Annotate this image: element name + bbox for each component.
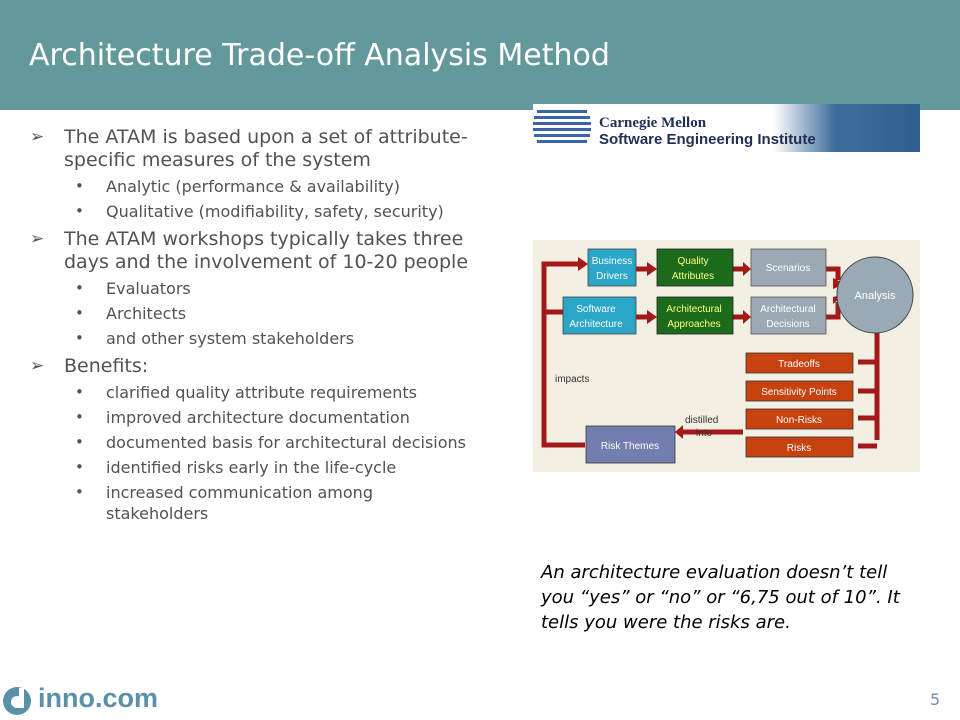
footer-logo: inno.com bbox=[2, 683, 202, 717]
software-architecture-label: Software bbox=[576, 304, 616, 315]
risks-box bbox=[745, 436, 854, 458]
distilled-label: distilled bbox=[685, 415, 718, 426]
arrow-bullet-icon: ➢ bbox=[30, 356, 45, 376]
dot-bullet-icon: • bbox=[75, 304, 84, 322]
sub-bullet-text: clarified quality attribute requirements bbox=[106, 383, 417, 402]
software-architecture-box bbox=[562, 296, 637, 335]
sensitivity-points-label: Sensitivity Points bbox=[761, 387, 837, 398]
sub-bullet-text: Architects bbox=[106, 304, 187, 323]
scenarios-label: Scenarios bbox=[766, 263, 810, 274]
dot-bullet-icon: • bbox=[75, 202, 84, 220]
architectural-approaches-label: Approaches bbox=[667, 319, 720, 330]
quality-attributes-label: Quality bbox=[677, 256, 708, 267]
title-bar bbox=[0, 0, 960, 110]
sub-bullet: • Architects bbox=[30, 303, 470, 324]
distilled-label: into bbox=[696, 428, 713, 439]
sub-bullet: • and other system stakeholders bbox=[30, 328, 470, 349]
sub-bullet: • Qualitative (modifiability, safety, sec… bbox=[30, 201, 470, 222]
atam-diagram: Business Drivers Software Architecture Q… bbox=[533, 240, 920, 472]
bullet-atam-workshops: ➢ The ATAM workshops typically takes thr… bbox=[30, 228, 470, 274]
loop-arrow bbox=[541, 261, 585, 448]
architectural-decisions-label: Architectural bbox=[760, 304, 816, 315]
sub-bullet-text: documented basis for architectural decis… bbox=[106, 433, 467, 452]
sub-bullet: • Evaluators bbox=[30, 278, 470, 299]
sub-bullet-text: identified risks early in the life-cycle bbox=[106, 458, 397, 477]
risk-themes-box bbox=[585, 425, 676, 464]
bullet-list: ➢ The ATAM is based upon a set of attrib… bbox=[30, 122, 470, 524]
footer-logo-text: inno.com bbox=[38, 683, 158, 713]
sensitivity-points-box bbox=[745, 380, 854, 402]
sub-bullet-text: Analytic (performance & availability) bbox=[106, 177, 401, 196]
dot-bullet-icon: • bbox=[75, 483, 84, 501]
sub-bullet-text: improved architecture documentation bbox=[106, 408, 410, 427]
non-risks-label: Non-Risks bbox=[776, 415, 822, 426]
architectural-decisions-label: Decisions bbox=[766, 319, 809, 330]
sub-bullet: • increased communication among stakehold… bbox=[30, 482, 470, 524]
sub-bullet: • improved architecture documentation bbox=[30, 407, 470, 428]
quality-attributes-box bbox=[656, 248, 734, 287]
bullet-text: Benefits: bbox=[64, 355, 149, 377]
sub-bullet-text: Evaluators bbox=[106, 279, 191, 298]
sub-bullet: • documented basis for architectural deci… bbox=[30, 432, 470, 453]
risks-label: Risks bbox=[787, 443, 811, 454]
bullet-text: The ATAM workshops typically takes three… bbox=[64, 228, 469, 273]
sub-bullet: • clarified quality attribute requirement… bbox=[30, 382, 470, 403]
analysis-label: Analysis bbox=[855, 290, 896, 302]
dot-bullet-icon: • bbox=[75, 433, 84, 451]
arrowhead-icon bbox=[675, 425, 683, 439]
sub-bullet: • Analytic (performance & availability) bbox=[30, 176, 470, 197]
dot-bullet-icon: • bbox=[75, 458, 84, 476]
sei-logo-line2: Software Engineering Institute bbox=[599, 131, 816, 148]
software-architecture-label: Architecture bbox=[569, 319, 623, 330]
flow-arrow bbox=[826, 302, 841, 320]
sei-logo-background bbox=[533, 104, 920, 152]
arrow-bullet-icon: ➢ bbox=[30, 229, 45, 249]
dot-bullet-icon: • bbox=[75, 279, 84, 297]
sub-bullet: • identified risks early in the life-cycl… bbox=[30, 457, 470, 478]
page-number: 5 bbox=[930, 690, 941, 709]
dot-bullet-icon: • bbox=[75, 329, 84, 347]
flow-arrow bbox=[826, 266, 841, 280]
sub-bullet-text: increased communication among stakeholde… bbox=[106, 483, 373, 523]
arrow-bullet-icon: ➢ bbox=[30, 127, 45, 147]
inno-logo-icon bbox=[3, 687, 31, 715]
analysis-circle bbox=[836, 256, 914, 334]
loop-arrows bbox=[541, 261, 880, 449]
arrowhead-icon bbox=[647, 310, 657, 324]
architectural-approaches-box bbox=[656, 296, 734, 335]
sei-logo-line1: Carnegie Mellon bbox=[599, 115, 707, 131]
quote-text: An architecture evaluation doesn’t tell … bbox=[541, 562, 900, 633]
quality-attributes-label: Attributes bbox=[672, 271, 714, 282]
dot-bullet-icon: • bbox=[75, 177, 84, 195]
architectural-approaches-label: Architectural bbox=[666, 304, 722, 315]
business-drivers-label: Business bbox=[592, 256, 633, 267]
dot-bullet-icon: • bbox=[75, 383, 84, 401]
bullet-text: The ATAM is based upon a set of attribut… bbox=[64, 126, 468, 171]
sub-bullet-text: and other system stakeholders bbox=[106, 329, 355, 348]
bullet-atam-measures: ➢ The ATAM is based upon a set of attrib… bbox=[30, 126, 470, 172]
tradeoffs-label: Tradeoffs bbox=[778, 359, 820, 370]
sei-logo: Carnegie Mellon Software Engineering Ins… bbox=[533, 104, 920, 152]
sub-bullet-text: Qualitative (modifiability, safety, secu… bbox=[106, 202, 444, 221]
scenarios-box bbox=[750, 248, 827, 287]
dot-bullet-icon: • bbox=[75, 408, 84, 426]
globe-icon bbox=[533, 110, 591, 143]
business-drivers-label: Drivers bbox=[596, 271, 628, 282]
risk-themes-label: Risk Themes bbox=[601, 441, 659, 452]
bullet-benefits: ➢ Benefits: bbox=[30, 355, 470, 378]
arrowhead-icon bbox=[647, 262, 657, 276]
arrowhead-icon bbox=[743, 310, 751, 324]
impacts-label: impacts bbox=[555, 374, 589, 385]
arrowhead-icon bbox=[743, 262, 751, 276]
tradeoffs-box bbox=[745, 352, 854, 374]
slide-title: Architecture Trade-off Analysis Method bbox=[29, 38, 610, 73]
non-risks-box bbox=[745, 408, 854, 430]
arrowhead-icon bbox=[578, 257, 588, 271]
business-drivers-box bbox=[587, 248, 637, 287]
architectural-decisions-box bbox=[750, 296, 827, 335]
